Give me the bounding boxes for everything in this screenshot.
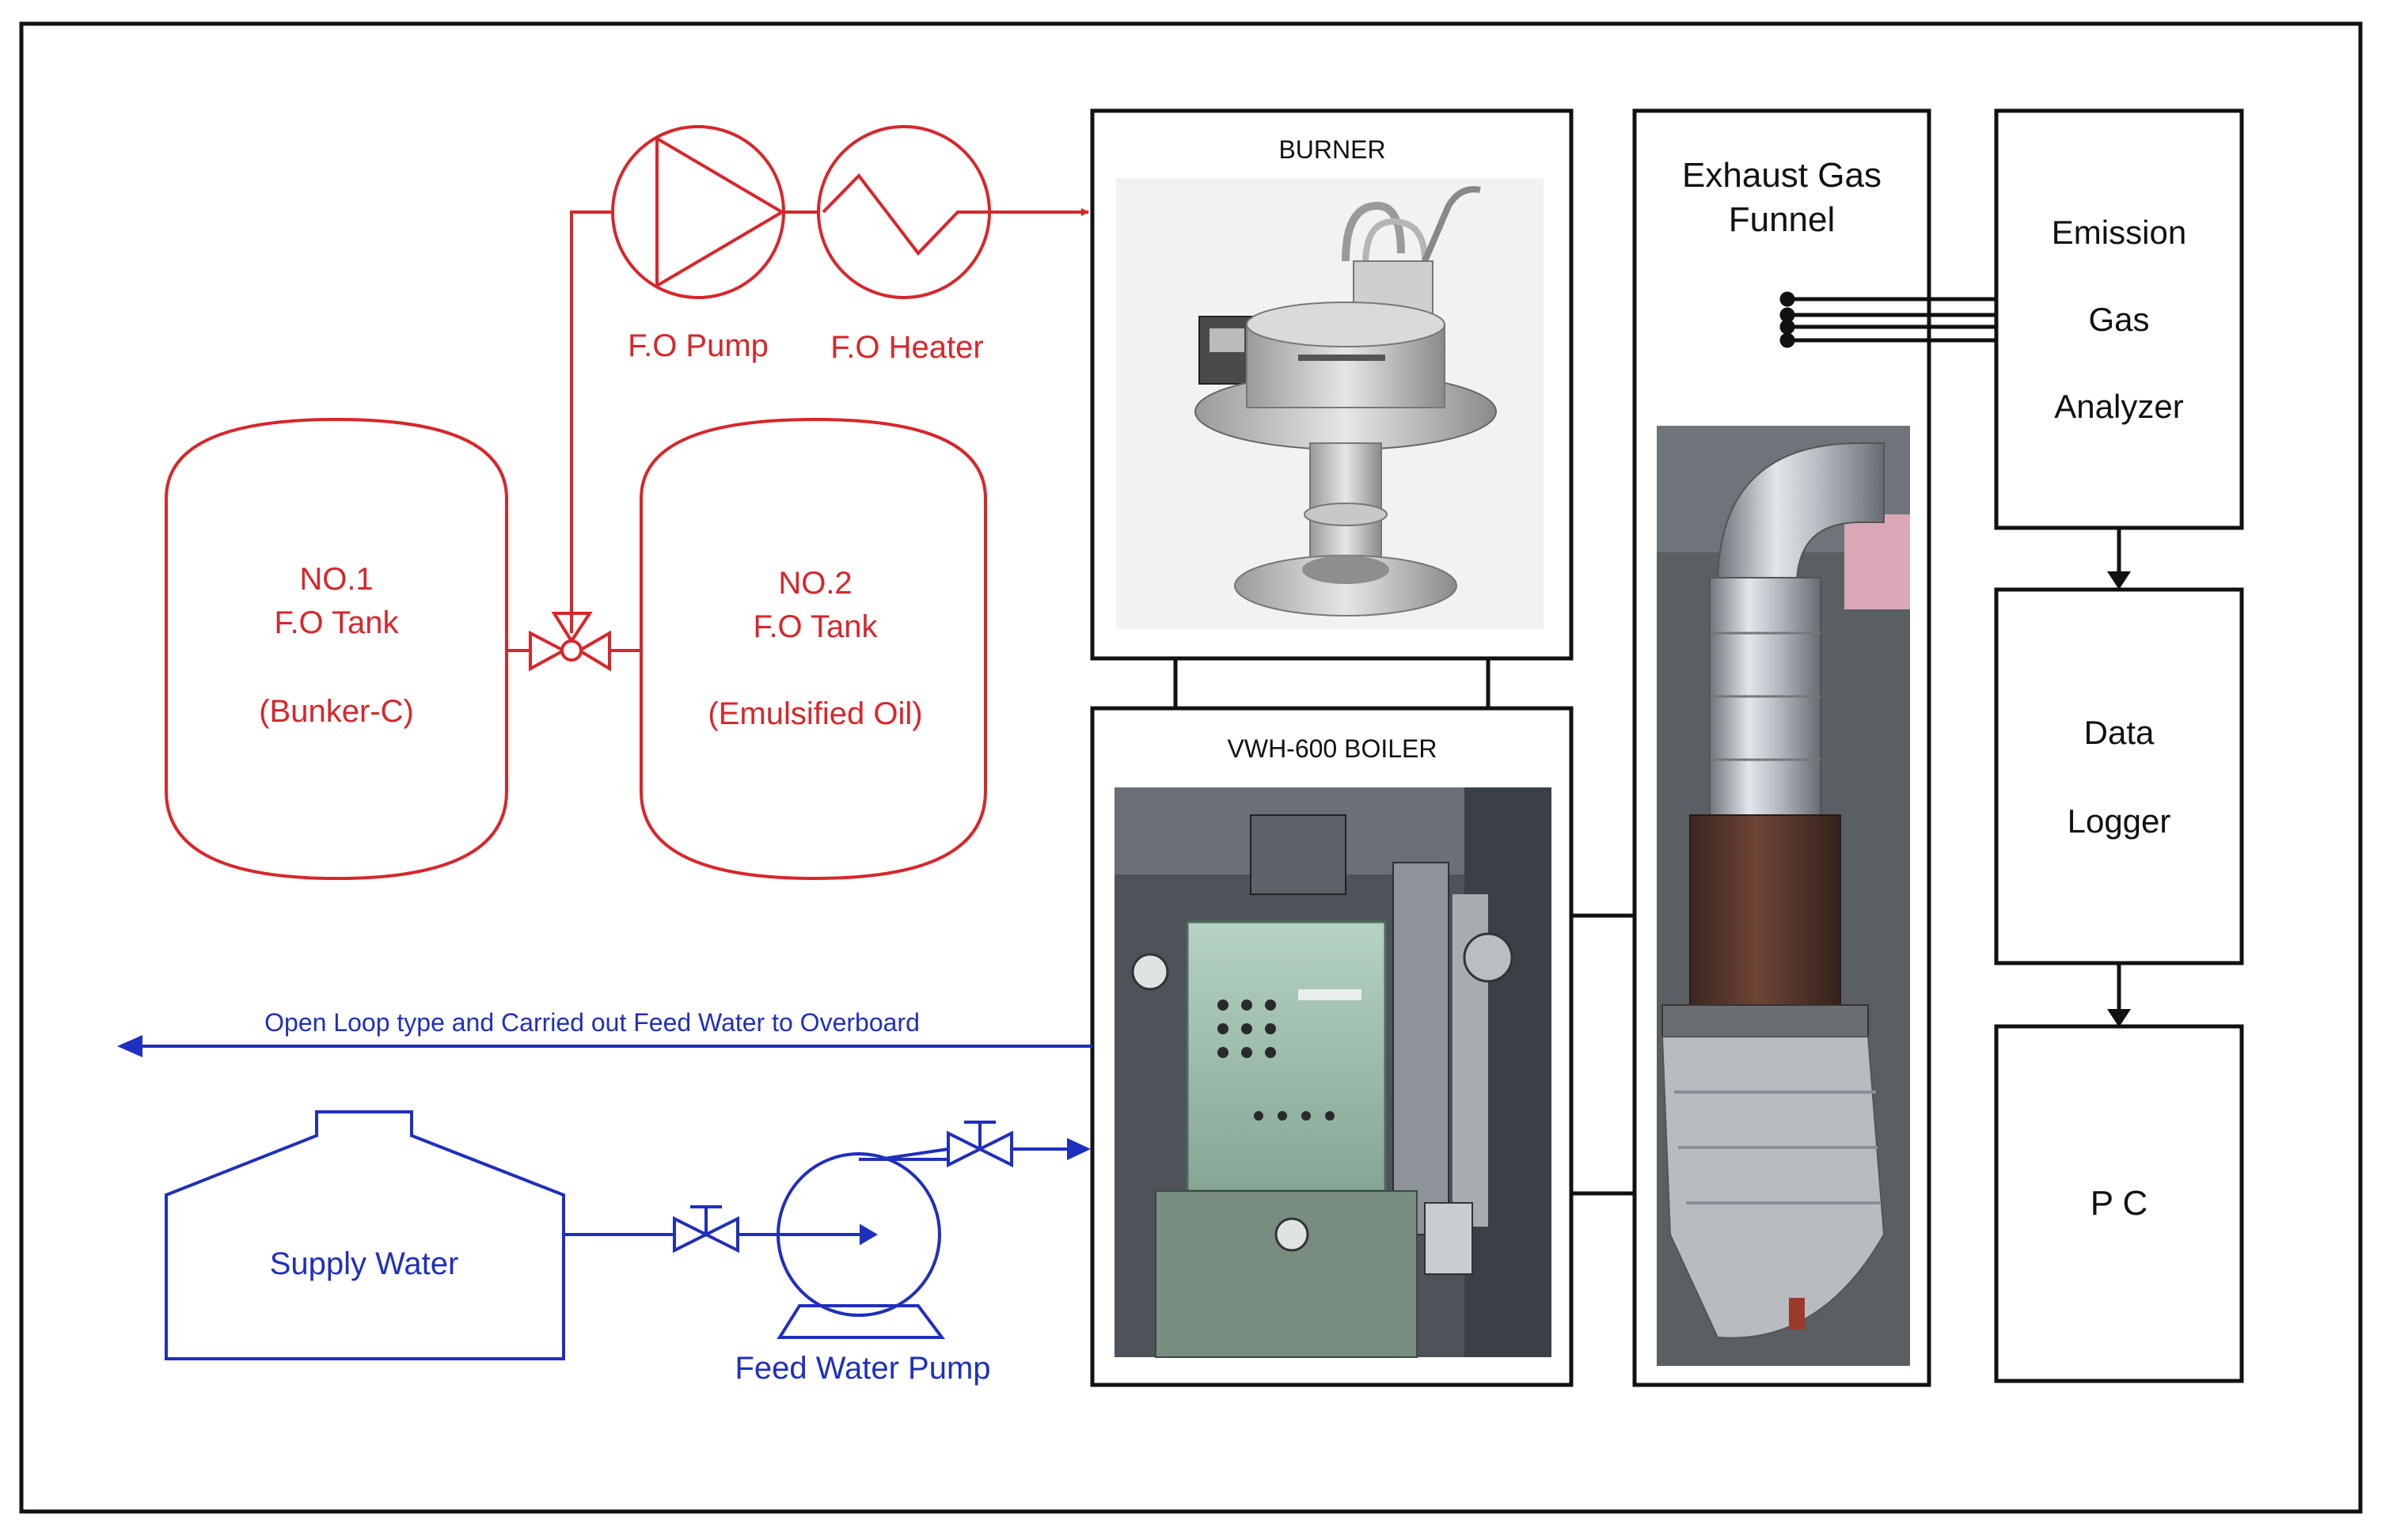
discharge-valve-icon	[947, 1121, 1013, 1168]
supply-water-label: Supply Water	[270, 1246, 459, 1281]
burner-label: BURNER	[1278, 135, 1385, 164]
tank2-line2: F.O Tank	[753, 609, 878, 644]
emission-gas-analyzer-box	[1994, 108, 2244, 530]
water-system	[136, 1045, 1092, 1360]
fo-tank-1	[165, 417, 508, 881]
arrow-down-icon	[2107, 571, 2131, 590]
overboard-label: Open Loop type and Carried out Feed Wate…	[264, 1008, 920, 1037]
feed-water-pump-label: Feed Water Pump	[735, 1351, 990, 1386]
fo-tank-2	[640, 417, 987, 881]
three-way-valve-icon	[529, 612, 611, 672]
exhaust-funnel-photo	[1657, 426, 1910, 1366]
fo-pump-label: F.O Pump	[628, 328, 769, 363]
fo-pump-icon	[611, 125, 785, 299]
tank1-line2: F.O Tank	[274, 605, 399, 640]
fo-heater-label: F.O Heater	[830, 330, 983, 365]
analyzer-line2: Gas	[2088, 301, 2149, 338]
boiler-label: VWH-600 BOILER	[1228, 734, 1437, 763]
funnel-label-line2: Funnel	[1729, 200, 1836, 239]
burner-photo	[1116, 178, 1544, 629]
data-logger-box	[1994, 587, 2244, 965]
tank1-line3: (Bunker-C)	[259, 694, 414, 729]
supply-water-tank	[165, 1110, 565, 1360]
tank2-line3: (Emulsified Oil)	[708, 696, 922, 731]
fuel-system	[165, 208, 1089, 881]
arrow-down-icon	[2107, 1009, 2131, 1027]
tank2-line1: NO.2	[778, 566, 852, 601]
tank1-line1: NO.1	[299, 562, 373, 597]
analyzer-line1: Emission	[2052, 214, 2186, 251]
arrow-right-icon	[1067, 1138, 1091, 1160]
analyzer-line3: Analyzer	[2054, 388, 2183, 425]
sampling-lines	[1779, 291, 1996, 348]
logger-line2: Logger	[2068, 802, 2171, 840]
feed-water-pump-icon	[777, 1152, 945, 1339]
logger-line1: Data	[2084, 714, 2155, 751]
pc-box	[1994, 1024, 2244, 1383]
funnel-label-line1: Exhaust Gas	[1682, 156, 1882, 195]
fo-heater-icon	[817, 125, 991, 299]
boiler-photo	[1115, 787, 1551, 1358]
pc-label: P C	[2090, 1184, 2148, 1223]
arrow-left-icon	[117, 1035, 142, 1057]
supply-valve-icon	[673, 1205, 739, 1254]
